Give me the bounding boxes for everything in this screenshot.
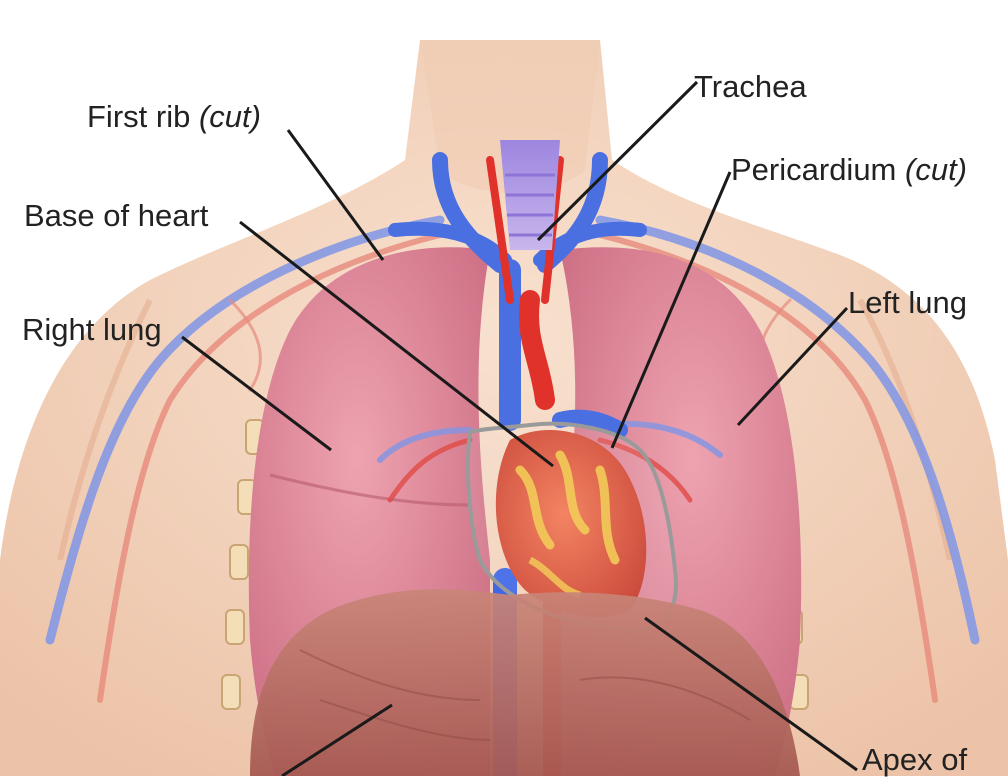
label-first-rib-qualifier: (cut) — [199, 99, 261, 134]
trachea-organ — [500, 140, 560, 250]
label-pericardium-qualifier: (cut) — [905, 152, 967, 187]
label-base-of-heart: Base of heart — [24, 200, 208, 231]
label-pericardium-text: Pericardium — [731, 152, 905, 187]
label-pericardium: Pericardium (cut) — [731, 154, 967, 185]
label-trachea: Trachea — [694, 71, 807, 102]
label-left-lung: Left lung — [848, 287, 967, 318]
label-right-lung: Right lung — [22, 314, 162, 345]
label-apex: Apex of — [862, 744, 967, 775]
label-first-rib-text: First rib — [87, 99, 199, 134]
label-first-rib: First rib (cut) — [87, 101, 261, 132]
